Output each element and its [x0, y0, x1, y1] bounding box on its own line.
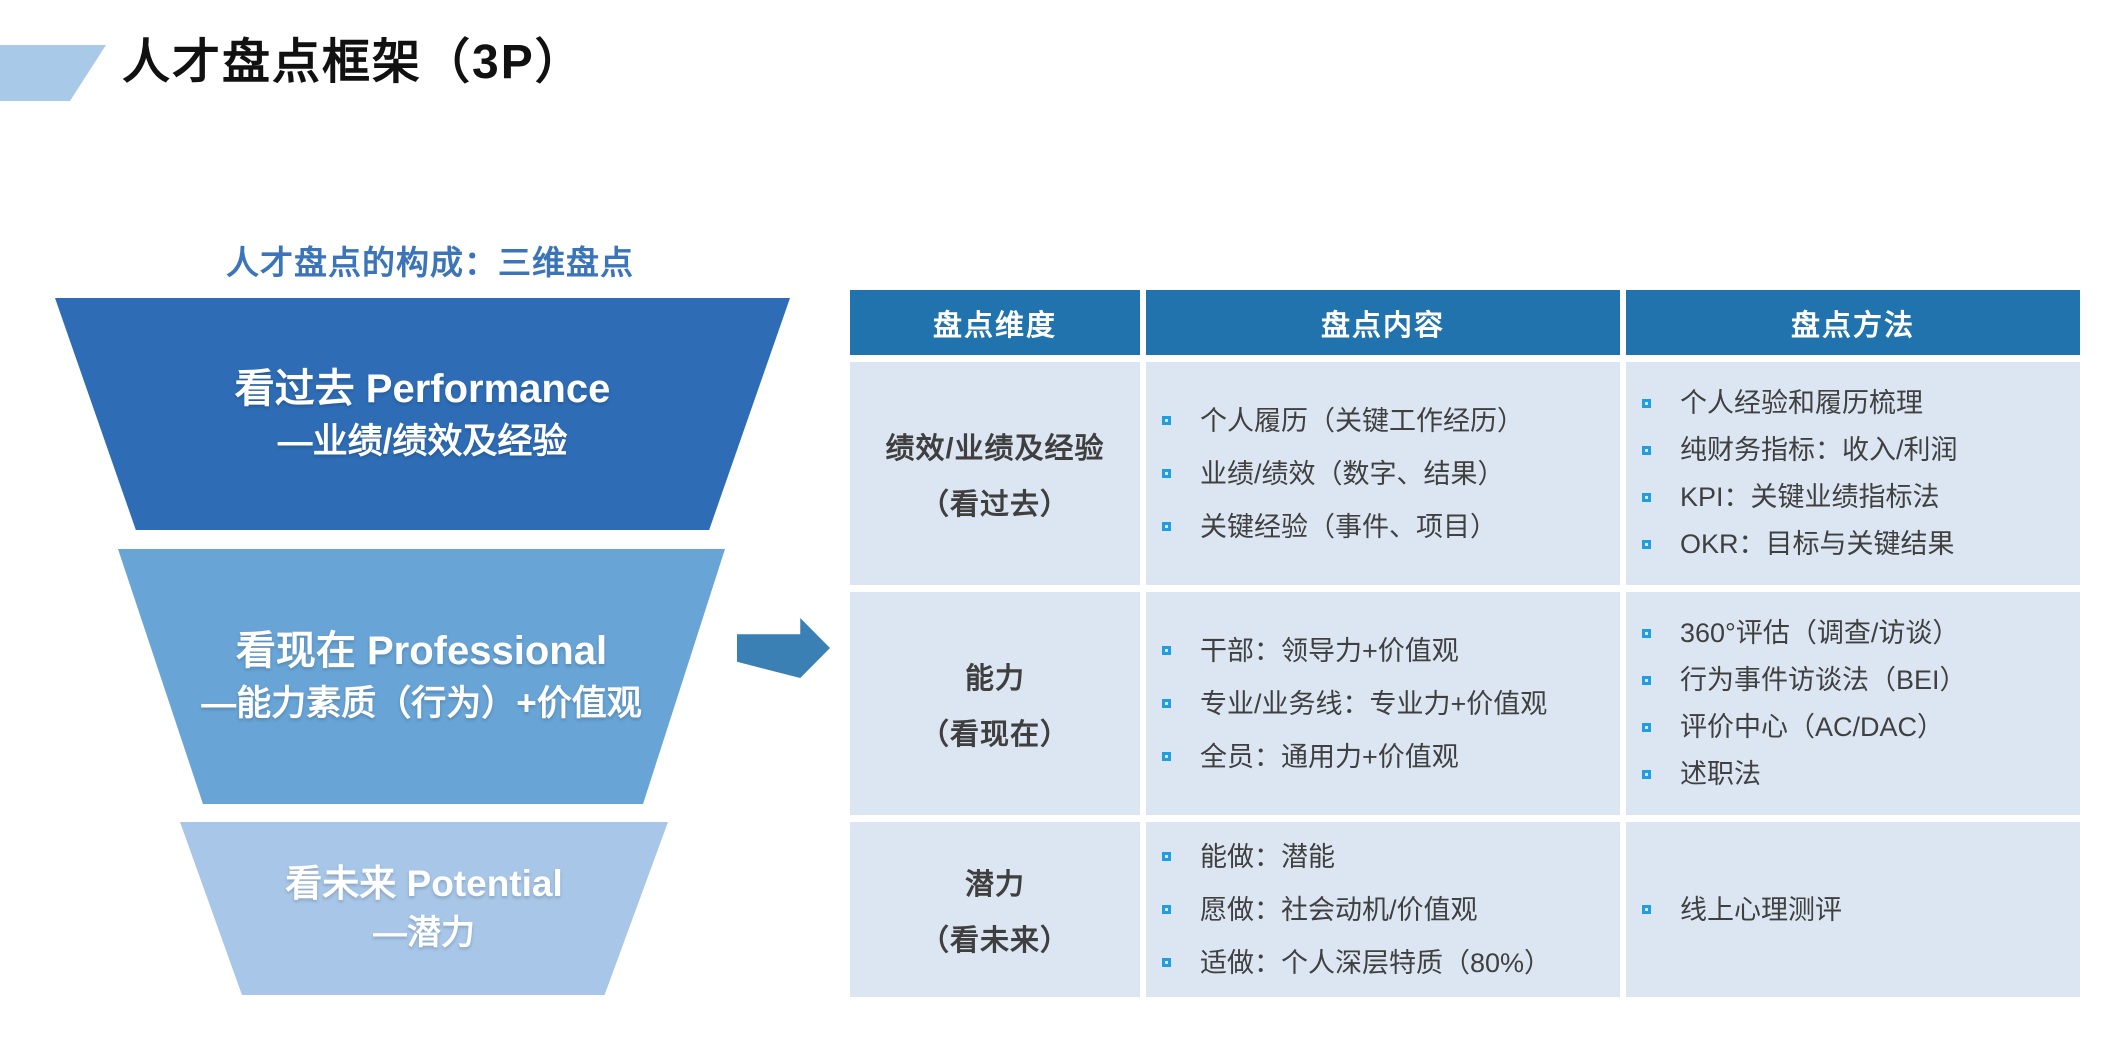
table-row1-method-cell: 个人经验和履历梳理 纯财务指标：收入/利润 KPI：关键业绩指标法 OKR：目标…	[1626, 362, 2080, 585]
bullet-square-icon	[1642, 539, 1651, 549]
list-item: 专业/业务线：专业力+价值观	[1162, 687, 1612, 721]
talent-review-table: 盘点维度 盘点内容 盘点方法 绩效/业绩及经验 （看过去） 个人履历（关键工作经…	[850, 290, 2080, 997]
bullet-square-icon	[1162, 905, 1171, 914]
list-item: 能做：潜能	[1162, 840, 1612, 874]
bullet-square-icon	[1162, 699, 1171, 708]
bullet-square-icon	[1642, 905, 1651, 914]
bullet-square-icon	[1642, 722, 1651, 732]
list-item-label: 专业/业务线：专业力+价值观	[1200, 688, 1548, 719]
funnel-level-potential: 看未来 Potential —潜力	[180, 822, 668, 995]
list-item: 愿做：社会动机/价值观	[1162, 893, 1612, 927]
list-item-label: 适做：个人深层特质（80%）	[1200, 947, 1552, 978]
bullet-square-icon	[1162, 646, 1171, 655]
bullet-square-icon	[1642, 492, 1651, 502]
row2-dimension-line2: （看现在）	[919, 718, 1070, 751]
list-item-label: 业绩/绩效（数字、结果）	[1200, 458, 1505, 489]
table-row2-dimension-cell: 能力 （看现在）	[850, 592, 1140, 815]
bullet-square-icon	[1642, 398, 1651, 408]
list-item-label: 360°评估（调查/访谈）	[1680, 618, 1960, 648]
funnel-level-professional: 看现在 Professional —能力素质（行为）+价值观	[118, 549, 725, 804]
list-item-label: 评价中心（AC/DAC）	[1680, 712, 1945, 742]
list-item: 360°评估（调查/访谈）	[1642, 616, 2072, 650]
list-item-label: 愿做：社会动机/价值观	[1200, 894, 1478, 925]
list-item-label: KPI：关键业绩指标法	[1680, 482, 1940, 512]
list-item: 全员：通用力+价值观	[1162, 740, 1612, 774]
bullet-square-icon	[1162, 958, 1171, 967]
bullet-square-icon	[1162, 752, 1171, 761]
bullet-square-icon	[1642, 675, 1651, 685]
list-item: 业绩/绩效（数字、结果）	[1162, 457, 1612, 491]
slide-title: 人才盘点框架（3P）	[122, 36, 585, 89]
list-item: KPI：关键业绩指标法	[1642, 480, 2072, 514]
table-row2-content-cell: 干部：领导力+价值观 专业/业务线：专业力+价值观 全员：通用力+价值观	[1146, 592, 1620, 815]
list-item-label: 能做：潜能	[1200, 841, 1335, 872]
table-header-method: 盘点方法	[1626, 290, 2080, 355]
table-row1-dimension-cell: 绩效/业绩及经验 （看过去）	[850, 362, 1140, 585]
table-header-dimension: 盘点维度	[850, 290, 1140, 355]
list-item: 干部：领导力+价值观	[1162, 634, 1612, 668]
list-item-label: 全员：通用力+价值观	[1200, 741, 1459, 772]
list-item-label: 个人经验和履历梳理	[1680, 388, 1923, 418]
list-item: 述职法	[1642, 757, 2072, 791]
bullet-square-icon	[1642, 628, 1651, 638]
funnel-level-professional-subtitle: —能力素质（行为）+价值观	[201, 684, 642, 724]
row3-dimension-line1: 潜力	[964, 868, 1025, 901]
funnel-level-potential-title: 看未来 Potential	[285, 863, 563, 905]
list-item-label: 个人履历（关键工作经历）	[1200, 405, 1524, 436]
list-item: 线上心理测评	[1642, 893, 2072, 927]
list-item: 个人履历（关键工作经历）	[1162, 404, 1612, 438]
list-item: 关键经验（事件、项目）	[1162, 510, 1612, 544]
list-item: 适做：个人深层特质（80%）	[1162, 946, 1612, 980]
list-item-label: 线上心理测评	[1680, 894, 1842, 925]
list-item: 个人经验和履历梳理	[1642, 386, 2072, 420]
funnel-level-performance-title: 看过去 Performance	[234, 366, 611, 411]
row2-dimension-line1: 能力	[964, 662, 1025, 695]
row1-dimension-line2: （看过去）	[919, 488, 1070, 521]
right-arrow-icon	[737, 618, 830, 678]
list-item-label: OKR：目标与关键结果	[1680, 529, 1955, 559]
funnel-heading: 人才盘点的构成：三维盘点	[226, 244, 634, 281]
funnel-level-professional-title: 看现在 Professional	[235, 629, 608, 674]
table-row2-method-cell: 360°评估（调查/访谈） 行为事件访谈法（BEI） 评价中心（AC/DAC） …	[1626, 592, 2080, 815]
list-item-label: 关键经验（事件、项目）	[1200, 511, 1497, 542]
funnel-level-potential-subtitle: —潜力	[373, 914, 475, 953]
table-row3-content-cell: 能做：潜能 愿做：社会动机/价值观 适做：个人深层特质（80%）	[1146, 822, 1620, 997]
bullet-square-icon	[1162, 522, 1171, 531]
bullet-square-icon	[1162, 852, 1171, 861]
bullet-square-icon	[1162, 416, 1171, 425]
list-item: 行为事件访谈法（BEI）	[1642, 663, 2072, 697]
table-row3-method-cell: 线上心理测评	[1626, 822, 2080, 997]
bullet-square-icon	[1642, 445, 1651, 455]
table-row1-content-cell: 个人履历（关键工作经历） 业绩/绩效（数字、结果） 关键经验（事件、项目）	[1146, 362, 1620, 585]
table-row3-dimension-cell: 潜力 （看未来）	[850, 822, 1140, 997]
list-item-label: 述职法	[1680, 759, 1761, 789]
list-item: 评价中心（AC/DAC）	[1642, 710, 2072, 744]
list-item-label: 干部：领导力+价值观	[1200, 635, 1459, 666]
bullet-square-icon	[1162, 469, 1171, 478]
bullet-square-icon	[1642, 769, 1651, 779]
list-item-label: 纯财务指标：收入/利润	[1680, 435, 1958, 465]
list-item: OKR：目标与关键结果	[1642, 527, 2072, 561]
funnel-level-performance-subtitle: —业绩/绩效及经验	[277, 421, 568, 461]
row1-dimension-line1: 绩效/业绩及经验	[885, 432, 1105, 465]
table-header-content: 盘点内容	[1146, 290, 1620, 355]
list-item-label: 行为事件访谈法（BEI）	[1680, 665, 1967, 695]
row3-dimension-line2: （看未来）	[919, 924, 1070, 957]
funnel-level-performance: 看过去 Performance —业绩/绩效及经验	[55, 298, 790, 530]
title-accent-shape	[0, 45, 106, 101]
list-item: 纯财务指标：收入/利润	[1642, 433, 2072, 467]
